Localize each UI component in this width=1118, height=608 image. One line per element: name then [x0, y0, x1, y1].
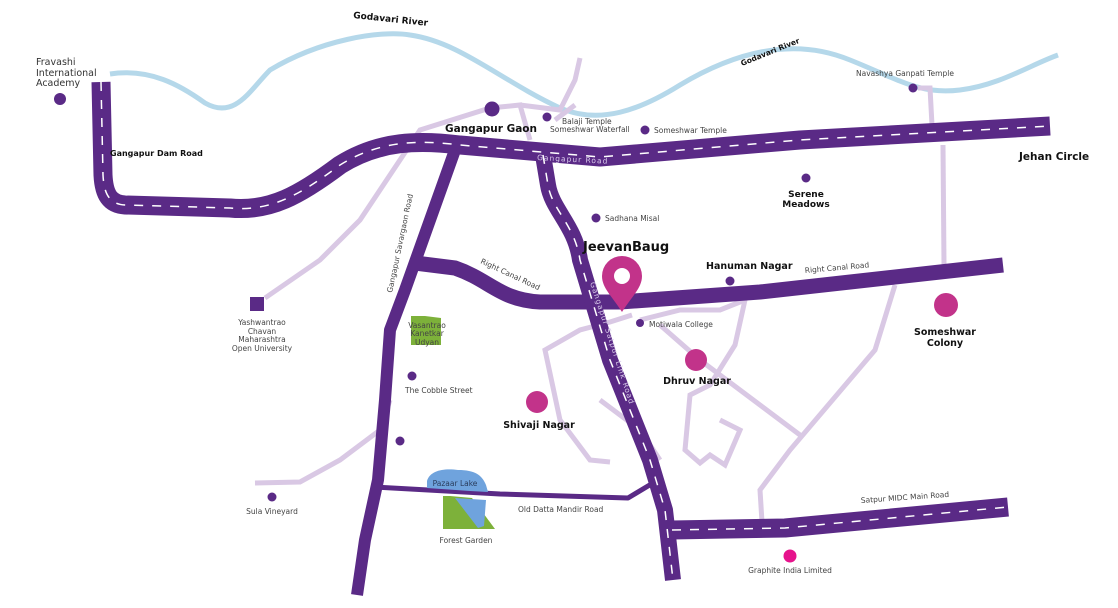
pazaar-lake [427, 469, 488, 492]
landmark-label: Someshwar Waterfall [550, 125, 630, 134]
satpur-midc-road [671, 497, 1009, 540]
project-name: JeevanBaug [582, 240, 669, 255]
landmark-label: Maharashtra [238, 335, 285, 344]
sula-vineyard-dot [267, 492, 277, 502]
unnamed-dot [395, 436, 405, 446]
landmark-label: Motiwala College [649, 320, 713, 329]
river-label: Godavari River [739, 36, 801, 68]
sadhana-misal-dot [591, 213, 601, 223]
gangapur-gaon-dot [484, 101, 500, 117]
locality-label: Shivaji Nagar [503, 420, 575, 431]
landmark-dots [54, 83, 918, 502]
landmark-label: Fravashi [36, 57, 76, 68]
motiwala-college-dot [636, 319, 644, 327]
locality-label: Gangapur Gaon [445, 123, 537, 135]
landmark-label: Yashwantrao [237, 318, 286, 327]
landmark-label: Graphite India Limited [748, 566, 832, 575]
landmark-label: Academy [36, 78, 81, 89]
someshwar-temple-dot [640, 125, 650, 135]
road-label: Gangapur Road [537, 153, 609, 166]
road-label: Gangapur Dam Road [110, 149, 203, 158]
vasantrao-kanetkar-udyan [411, 316, 441, 345]
landmark-label: Vasantrao [408, 321, 446, 330]
landmark-label: Forest Garden [440, 536, 493, 545]
someshwar-colony-marker [934, 293, 958, 317]
locality-label: Jehan Circle [1018, 151, 1089, 163]
shivaji-nagar-marker [526, 391, 548, 413]
locality-label: Serene [788, 190, 824, 200]
road-label: Right Canal Road [804, 260, 869, 275]
fravashi-dot [54, 93, 66, 105]
dhruv-nagar-marker [685, 349, 707, 371]
landmark-label: International [36, 68, 97, 79]
landmark-label: Sadhana Misal [605, 214, 659, 223]
forest-garden-lake [455, 498, 486, 528]
landmark-label: Someshwar Temple [654, 126, 727, 135]
locality-markers [526, 293, 958, 413]
cobble-street-dot [407, 371, 417, 381]
navashya-ganpati-dot [908, 83, 918, 93]
landmark-label: Chavan [248, 327, 277, 336]
old-datta-mandir-road [374, 477, 660, 501]
landmark-label: Pazaar Lake [433, 479, 478, 488]
map-pin-icon [602, 256, 642, 312]
savargaon-road [351, 147, 461, 596]
landmark-label: Sula Vineyard [246, 507, 298, 516]
hanuman-nagar-dot [725, 276, 735, 286]
road-dashes [100, 81, 1051, 581]
landmark-label: Open University [232, 344, 293, 353]
serene-meadows-dot [801, 173, 811, 183]
landmark-label: Navashya Ganpati Temple [856, 69, 954, 78]
landmark-label: Udyan [415, 338, 439, 347]
road-label: Old Datta Mandir Road [518, 505, 604, 514]
road-label: Satpur MIDC Main Road [861, 490, 950, 505]
locality-label: Someshwar [914, 327, 976, 338]
landmark-label: Kanetkar [410, 329, 444, 338]
locality-label: Hanuman Nagar [706, 261, 793, 272]
landmark-label: The Cobble Street [404, 386, 473, 395]
graphite-india-dot [783, 549, 797, 563]
locality-label: Meadows [782, 200, 829, 210]
right-canal-road [414, 255, 1004, 310]
locality-label: Dhruv Nagar [663, 376, 731, 387]
landmark-label: Balaji Temple [562, 117, 612, 126]
locality-label: Colony [927, 338, 964, 349]
balaji-temple-dot [542, 112, 552, 122]
river-label: Godavari River [353, 11, 429, 29]
ycmou-marker [250, 297, 264, 311]
